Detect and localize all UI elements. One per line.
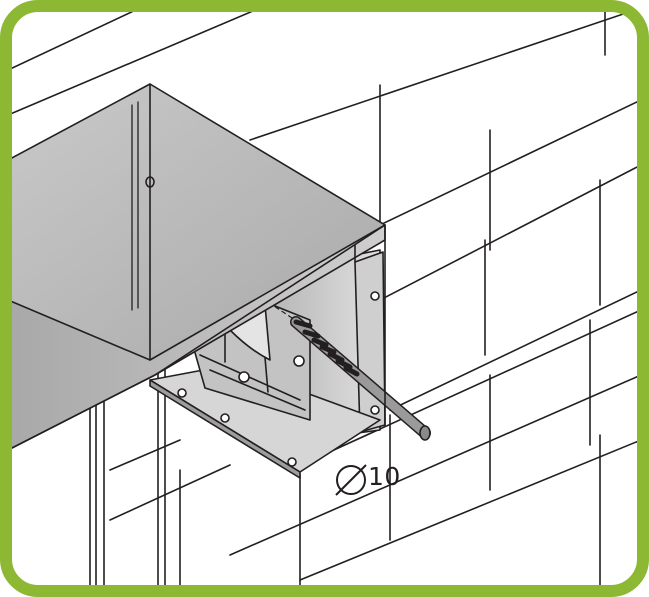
ceiling-lines [8,8,641,141]
diameter-icon [335,464,367,496]
brick-wall [109,84,641,589]
drill-guide-line [261,297,293,319]
vertical-profiles [89,356,166,589]
rectangular-duct [8,83,386,451]
drill-bit [290,316,431,441]
diagram-content [8,8,641,589]
diameter-value: 10 [368,462,401,491]
